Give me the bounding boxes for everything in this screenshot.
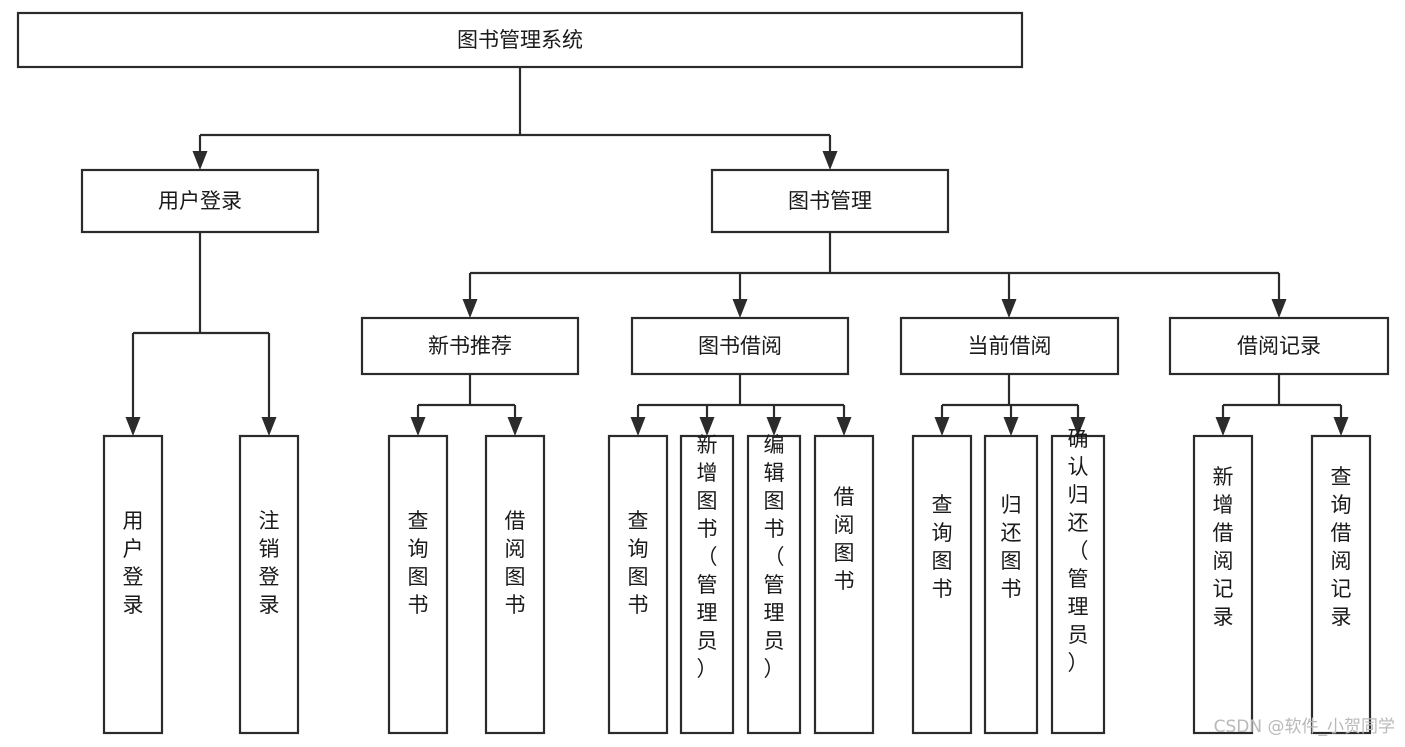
node-leaf-add-book-admin-box[interactable] [679, 434, 735, 735]
node-leaf-user-login-box[interactable] [102, 434, 164, 735]
book-borrow-leaf-arrow-0-head [630, 417, 646, 436]
node-new-book-recommend-label: 新书推荐 [428, 334, 512, 358]
node-leaf-add-borrow-record-box[interactable] [1192, 434, 1254, 735]
current-borrow-leaf-arrow-0-head [934, 417, 950, 436]
book-manage-child-arrow-2-head [1001, 299, 1017, 318]
node-leaf-edit-book-admin-label: 编辑图书（管理员） [764, 433, 785, 681]
node-book-borrow[interactable]: 图书借阅 [630, 316, 850, 376]
node-borrow-record[interactable]: 借阅记录 [1168, 316, 1390, 376]
node-current-borrow[interactable]: 当前借阅 [899, 316, 1120, 376]
node-book-manage-label: 图书管理 [788, 189, 872, 213]
book-borrow-leaf-arrow-2-head [766, 417, 782, 436]
node-leaf-borrow-book-2-box[interactable] [813, 434, 875, 735]
borrow-record-leaf-arrow-0-head [1215, 417, 1231, 436]
current-borrow-leaf-arrow-1-head [1003, 417, 1019, 436]
user-login-child-arrow-0-head [125, 417, 141, 436]
node-leaf-borrow-book-1-label: 借阅图书 [505, 509, 526, 617]
node-leaf-borrow-book-1[interactable]: 借阅图书 [484, 434, 546, 735]
node-current-borrow-box[interactable] [899, 316, 1120, 376]
node-borrow-record-label: 借阅记录 [1237, 334, 1321, 358]
node-book-manage-box[interactable] [710, 168, 950, 234]
node-leaf-edit-book-admin-box[interactable] [746, 434, 802, 735]
node-leaf-borrow-book-1-box[interactable] [484, 434, 546, 735]
node-leaf-add-book-admin[interactable]: 新增图书（管理员） [679, 433, 735, 735]
root-child-arrow-1-head [822, 151, 838, 170]
node-leaf-query-book-3-box[interactable] [911, 434, 973, 735]
csdn-watermark: CSDN @软件_小贺同学 [1214, 717, 1395, 737]
node-current-borrow-label: 当前借阅 [968, 334, 1052, 358]
root-child-arrow-0-head [192, 151, 208, 170]
node-root-label: 图书管理系统 [457, 28, 583, 52]
node-leaf-add-borrow-record[interactable]: 新增借阅记录 [1192, 434, 1254, 735]
node-leaf-return-book-box[interactable] [983, 434, 1039, 735]
node-leaf-query-borrow-record[interactable]: 查询借阅记录 [1310, 434, 1372, 735]
node-leaf-edit-book-admin[interactable]: 编辑图书（管理员） [746, 433, 802, 735]
node-borrow-record-box[interactable] [1168, 316, 1390, 376]
nodes-layer: 图书管理系统用户登录图书管理新书推荐图书借阅当前借阅借阅记录用户登录注销登录查询… [16, 11, 1390, 735]
connector-lines-layer [125, 67, 1349, 436]
node-leaf-logout-box[interactable] [238, 434, 300, 735]
node-leaf-query-book-1-box[interactable] [387, 434, 449, 735]
node-root-box[interactable] [16, 11, 1024, 69]
node-leaf-query-book-3[interactable]: 查询图书 [911, 434, 973, 735]
node-user-login-box[interactable] [80, 168, 320, 234]
node-leaf-query-book-2-box[interactable] [607, 434, 669, 735]
current-borrow-leaf-arrow-2-head [1070, 417, 1086, 436]
node-user-login-label: 用户登录 [158, 189, 242, 213]
node-leaf-query-book-1[interactable]: 查询图书 [387, 434, 449, 735]
node-leaf-borrow-book-2-label: 借阅图书 [834, 485, 855, 593]
book-manage-child-arrow-1-head [732, 299, 748, 318]
node-leaf-query-book-2[interactable]: 查询图书 [607, 434, 669, 735]
node-leaf-add-borrow-record-label: 新增借阅记录 [1213, 465, 1234, 629]
book-borrow-leaf-arrow-3-head [836, 417, 852, 436]
book-borrow-leaf-arrow-1-head [699, 417, 715, 436]
node-book-borrow-label: 图书借阅 [698, 334, 782, 358]
node-leaf-add-book-admin-label: 新增图书（管理员） [697, 433, 718, 681]
node-user-login[interactable]: 用户登录 [80, 168, 320, 234]
node-leaf-borrow-book-2[interactable]: 借阅图书 [813, 434, 875, 735]
node-leaf-return-book[interactable]: 归还图书 [983, 434, 1039, 735]
node-leaf-confirm-return-admin[interactable]: 确认归还（管理员） [1050, 427, 1106, 735]
node-leaf-return-book-label: 归还图书 [1001, 493, 1022, 601]
node-leaf-confirm-return-admin-box[interactable] [1050, 434, 1106, 735]
node-leaf-query-book-1-label: 查询图书 [408, 509, 429, 617]
node-root[interactable]: 图书管理系统 [16, 11, 1024, 69]
user-login-child-arrow-1-head [261, 417, 277, 436]
borrow-record-leaf-arrow-1-head [1333, 417, 1349, 436]
book-manage-child-arrow-0-head [462, 299, 478, 318]
node-new-book-recommend-box[interactable] [360, 316, 580, 376]
node-leaf-query-borrow-record-label: 查询借阅记录 [1331, 465, 1352, 629]
new-book-recommend-leaf-arrow-0-head [410, 417, 426, 436]
node-leaf-query-book-3-label: 查询图书 [932, 493, 953, 601]
node-book-borrow-box[interactable] [630, 316, 850, 376]
node-book-manage[interactable]: 图书管理 [710, 168, 950, 234]
new-book-recommend-leaf-arrow-1-head [507, 417, 523, 436]
node-leaf-confirm-return-admin-label: 确认归还（管理员） [1068, 427, 1089, 675]
node-leaf-logout[interactable]: 注销登录 [238, 434, 300, 735]
node-leaf-query-book-2-label: 查询图书 [628, 509, 649, 617]
book-manage-child-arrow-3-head [1271, 299, 1287, 318]
node-leaf-user-login-label: 用户登录 [123, 509, 144, 617]
node-new-book-recommend[interactable]: 新书推荐 [360, 316, 580, 376]
node-leaf-logout-label: 注销登录 [259, 509, 280, 617]
node-leaf-query-borrow-record-box[interactable] [1310, 434, 1372, 735]
node-leaf-user-login[interactable]: 用户登录 [102, 434, 164, 735]
